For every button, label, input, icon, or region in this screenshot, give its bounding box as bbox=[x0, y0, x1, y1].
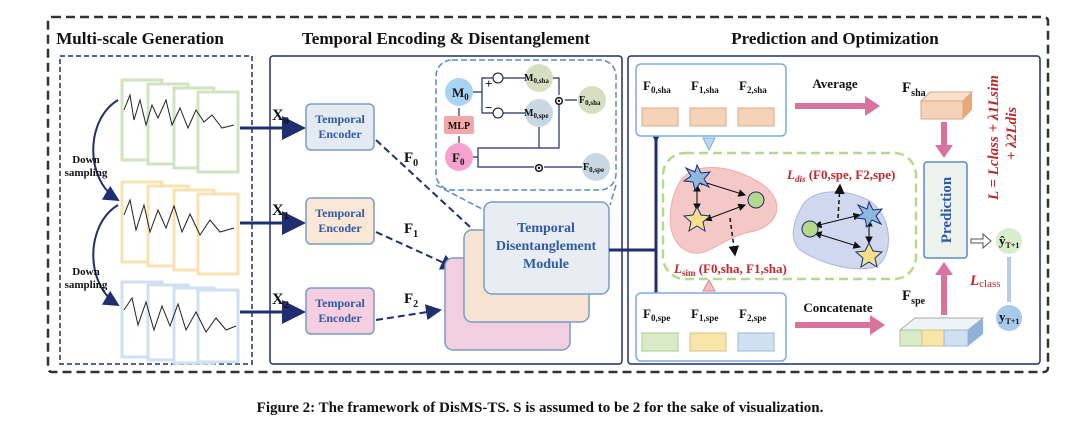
svg-text:F0: F0 bbox=[452, 150, 465, 167]
y-hat-node bbox=[996, 228, 1022, 254]
average-label: Average bbox=[812, 76, 857, 91]
section-title-temporal: Temporal Encoding & Disentanglement bbox=[302, 29, 590, 48]
input-arrows bbox=[240, 116, 306, 324]
f-sha-tensor bbox=[919, 91, 974, 120]
y-hat-label: ŷT+1 bbox=[999, 233, 1019, 250]
temporal-panel bbox=[269, 55, 623, 365]
svg-text:F0,sha: F0,sha bbox=[643, 78, 671, 95]
sha-to-prediction-arrow bbox=[935, 122, 953, 158]
svg-text:F2,spe: F2,spe bbox=[739, 306, 766, 323]
concatenate-label: Concatenate bbox=[803, 300, 873, 315]
svg-text:M0: M0 bbox=[452, 85, 469, 102]
series-stack-2 bbox=[120, 280, 240, 365]
svg-text:F0,sha: F0,sha bbox=[579, 95, 601, 107]
output-arrow bbox=[970, 232, 992, 250]
svg-text:F1,spe: F1,spe bbox=[691, 306, 718, 323]
svg-text:⊙: ⊙ bbox=[534, 160, 545, 175]
average-arrow bbox=[795, 96, 880, 116]
input-x0: X0 bbox=[272, 107, 290, 127]
prediction-panel bbox=[627, 55, 1041, 365]
feature-f1: F1 bbox=[404, 221, 418, 240]
svg-text:M0,sha: M0,sha bbox=[524, 73, 549, 85]
series-stack-1 bbox=[120, 180, 240, 276]
input-x1: X1 bbox=[272, 202, 289, 222]
section-title-multiscale: Multi-scale Generation bbox=[56, 29, 224, 48]
y-node bbox=[996, 305, 1022, 331]
svg-text:⊙: ⊙ bbox=[554, 93, 565, 108]
up-triangle bbox=[702, 278, 716, 292]
f-spe-tensor bbox=[898, 317, 985, 347]
svg-text:Prediction: Prediction bbox=[939, 176, 955, 243]
concatenate-arrow bbox=[795, 315, 885, 335]
svg-text:−: − bbox=[485, 100, 492, 115]
f-spe-label: Fspe bbox=[902, 288, 926, 307]
svg-text:+: + bbox=[485, 76, 492, 91]
specific-features-box: F0,spe F1,spe F2,spe bbox=[635, 292, 787, 362]
disentanglement-inset: M0 MLP F0 + − M0,sha M0,spe ⊙ ⊙ F0,sha F… bbox=[435, 59, 617, 211]
spe-to-prediction-arrow bbox=[935, 262, 953, 315]
svg-text:M0,spe: M0,spe bbox=[524, 108, 548, 120]
input-x2: X2 bbox=[272, 291, 290, 311]
downsample-arrow-2 bbox=[92, 204, 120, 307]
svg-text:F2,sha: F2,sha bbox=[739, 78, 767, 95]
svg-text:F0,spe: F0,spe bbox=[583, 162, 604, 174]
series-stack-0 bbox=[120, 78, 240, 174]
shared-features-box: F0,sha F1,sha F2,sha bbox=[635, 63, 787, 137]
y-label: yT+1 bbox=[999, 309, 1019, 326]
svg-text:F1,sha: F1,sha bbox=[691, 78, 719, 95]
downsample-arrow-1 bbox=[92, 99, 120, 202]
prediction-box: Prediction bbox=[923, 161, 968, 259]
loss-sim-label: Lsim (F0,sha, F1,sha) bbox=[673, 261, 787, 278]
svg-text:MLP: MLP bbox=[448, 121, 470, 132]
down-triangle bbox=[702, 137, 716, 152]
total-loss-line1: L = Lclass + λ1Lsim bbox=[986, 75, 1002, 201]
f-sha-label: Fsha bbox=[902, 80, 926, 99]
figure-caption: Figure 2: The framework of DisMS-TS. S i… bbox=[257, 400, 824, 416]
svg-text:F0,spe: F0,spe bbox=[643, 306, 670, 323]
loss-space-box bbox=[661, 151, 918, 281]
loss-dis-label: Ldis (F0,spe, F2,spe) bbox=[786, 167, 895, 184]
total-loss-line2: + λ2Ldis bbox=[1004, 107, 1020, 160]
feature-f2: F2 bbox=[404, 291, 418, 310]
feature-f0: F0 bbox=[404, 150, 418, 169]
l-class-label: Lclass bbox=[969, 273, 1001, 290]
outer-frame bbox=[46, 15, 1050, 374]
multiscale-panel bbox=[59, 55, 253, 365]
section-title-prediction: Prediction and Optimization bbox=[731, 29, 939, 48]
